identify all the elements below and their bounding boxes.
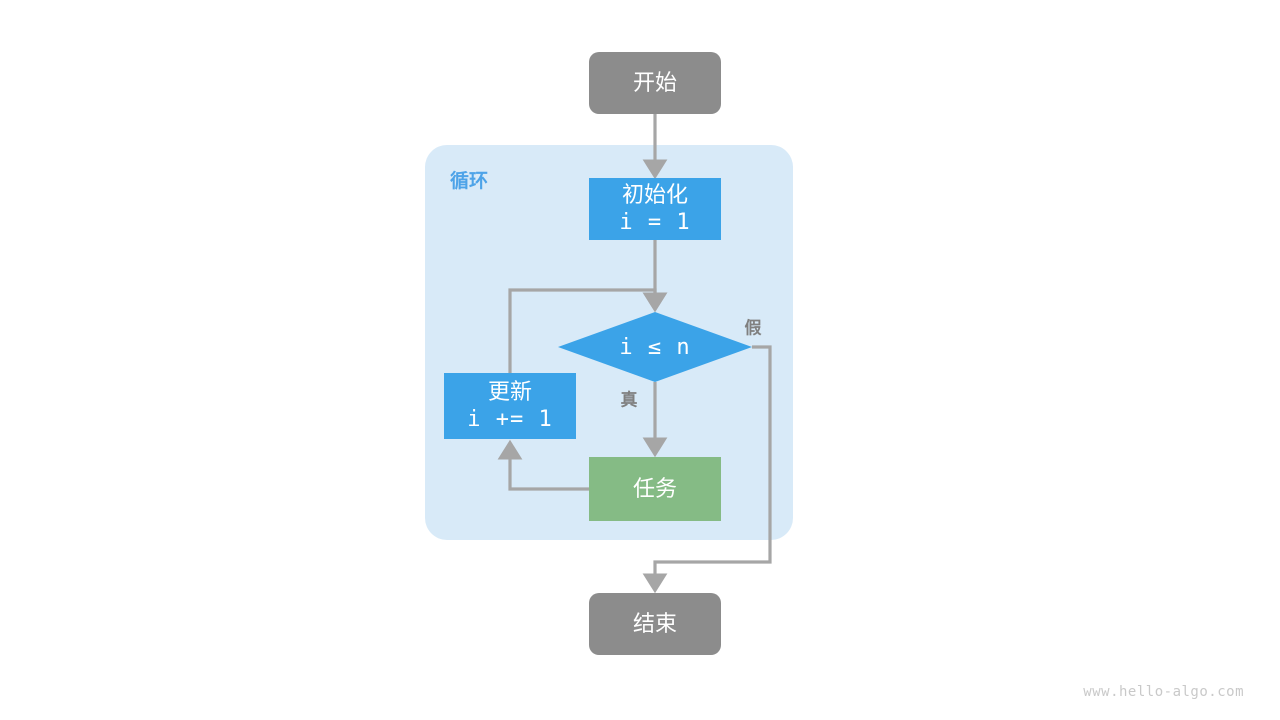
edge-task-to-update — [497, 439, 589, 491]
node-task-label: 任务 — [633, 476, 677, 501]
node-condition-label: i ≤ n — [619, 335, 690, 360]
node-start-label: 开始 — [633, 70, 677, 95]
edge-update-to-condition — [508, 288, 668, 373]
loop-group-label: 循环 — [450, 169, 488, 192]
edge-label-false: 假 — [745, 317, 762, 337]
node-init-label-line1: 初始化 — [622, 182, 688, 207]
edge-layer — [497, 114, 772, 594]
edge-label-layer: 真 假 — [621, 317, 762, 409]
node-end-label: 结束 — [633, 611, 677, 636]
edge-condition-false-to-end — [642, 345, 772, 594]
node-end[interactable]: 结束 — [589, 593, 721, 655]
node-init-label-line2: i = 1 — [619, 210, 690, 235]
edge-label-true: 真 — [621, 389, 638, 409]
node-init[interactable]: 初始化 i = 1 — [589, 178, 721, 240]
node-task-shape[interactable] — [589, 457, 721, 521]
node-task[interactable]: 任务 — [589, 457, 721, 521]
node-condition-shape[interactable] — [558, 312, 752, 382]
watermark-text: www.hello-algo.com — [1083, 684, 1244, 700]
node-end-shape[interactable] — [589, 593, 721, 655]
node-update-label-line1: 更新 — [488, 379, 532, 404]
node-update-label-line2: i += 1 — [467, 407, 552, 432]
node-start-shape[interactable] — [589, 52, 721, 114]
node-init-shape[interactable] — [589, 178, 721, 240]
node-update-shape[interactable] — [444, 373, 576, 439]
node-condition[interactable]: i ≤ n — [558, 312, 752, 382]
node-update[interactable]: 更新 i += 1 — [444, 373, 576, 439]
node-start[interactable]: 开始 — [589, 52, 721, 114]
